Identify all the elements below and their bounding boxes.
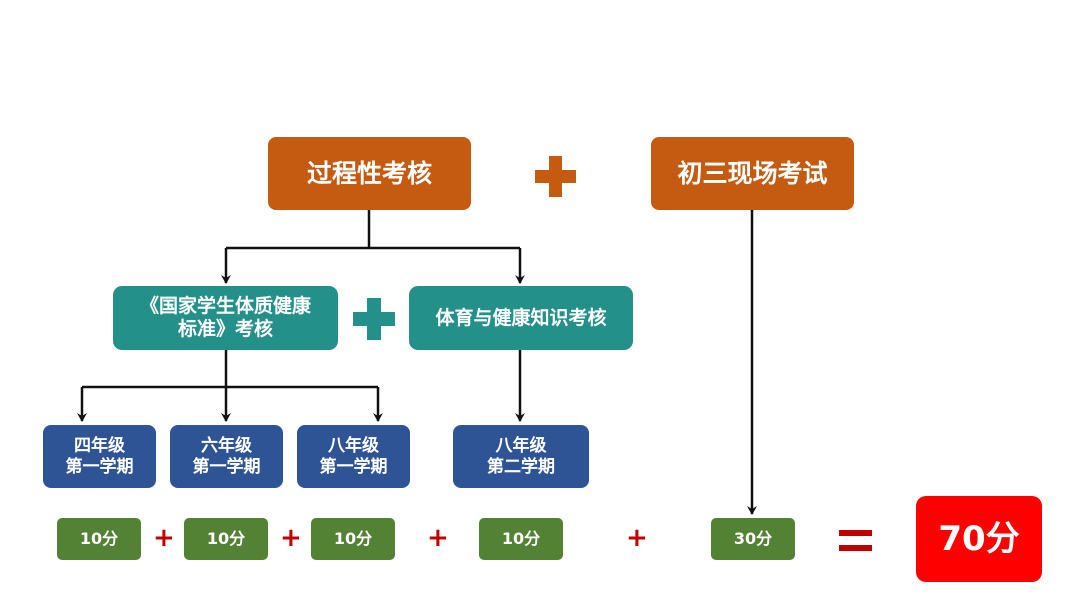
plus-operator: + [280,523,302,553]
term-box: 八年级 第二学期 [453,425,589,488]
process-assessment-box: 过程性考核 [268,137,471,210]
knowledge-assessment-box: 体育与健康知识考核 [409,286,633,350]
term-box: 六年级 第一学期 [170,425,283,488]
term-grade: 八年级 [328,436,379,457]
exam-score-badge: 30分 [711,518,795,560]
fitness-standard-line2: 标准》考核 [177,318,273,340]
plus-operator: + [427,523,449,553]
term-grade: 八年级 [495,436,547,457]
equals-operator [839,530,872,552]
term-grade: 六年级 [201,436,252,457]
term-box: 八年级 第一学期 [297,425,410,488]
term-box: 四年级 第一学期 [43,425,156,488]
plus-operator: + [626,523,648,553]
score-badge: 10分 [311,518,395,560]
score-badge: 10分 [57,518,141,560]
term-grade: 四年级 [74,436,125,457]
total-score-badge: 70分 [916,496,1042,582]
plus-operator: + [153,523,175,553]
score-badge: 10分 [479,518,563,560]
fitness-standard-box: 《国家学生体质健康 标准》考核 [113,286,338,350]
term-semester: 第一学期 [192,456,261,477]
term-semester: 第二学期 [487,456,555,477]
term-semester: 第一学期 [65,456,134,477]
score-badge: 10分 [184,518,268,560]
plus-icon-top [535,156,576,197]
term-semester: 第一学期 [319,456,388,477]
plus-icon-middle [353,298,395,340]
onsite-exam-box: 初三现场考试 [651,137,854,210]
fitness-standard-line1: 《国家学生体质健康 [139,295,311,318]
